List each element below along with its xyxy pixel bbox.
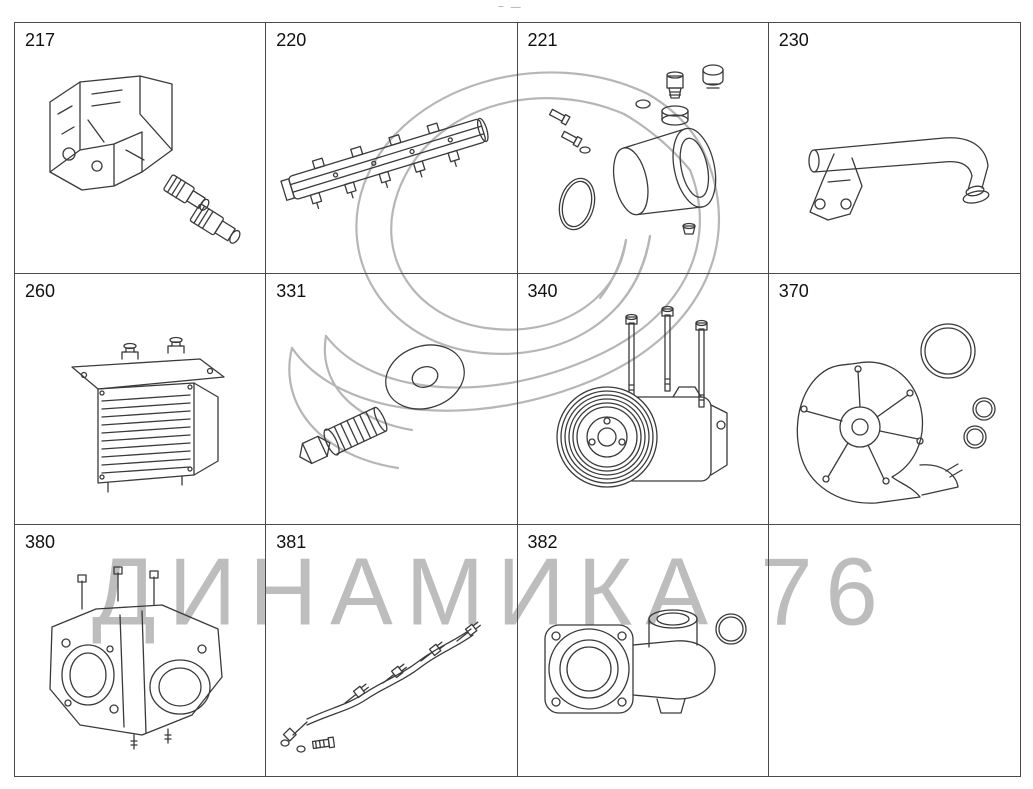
thermostat-housing-block-illustration (49, 565, 223, 750)
catalog-cell-260[interactable]: 260 (15, 274, 267, 525)
catalog-cell-340[interactable]: 340 (517, 274, 769, 525)
catalog-cell-382[interactable]: 382 (518, 525, 769, 776)
part-group-number: 220 (276, 30, 307, 50)
part-group-number: 217 (25, 30, 56, 50)
part-group-number: 382 (527, 532, 558, 552)
catalog-cell-empty (769, 525, 1020, 776)
catalog-cell-370[interactable]: 370 (768, 274, 1020, 525)
front-cover-with-orings-illustration (797, 323, 997, 504)
fuel-pipe-assembly-illustration (280, 621, 482, 753)
fuel-rail-illustration (280, 117, 490, 210)
catalog-cell-217[interactable]: 217 (15, 23, 267, 274)
part-group-number: 331 (276, 281, 307, 301)
coolant-pipe-with-bracket-illustration (808, 137, 990, 221)
cylinder-block-with-union-fittings-illustration (49, 75, 241, 244)
bolt-with-washer-disc-illustration (299, 344, 466, 465)
catalog-cell-221[interactable]: 221 (517, 23, 769, 274)
part-group-number: 370 (778, 281, 809, 301)
part-group-number: 221 (527, 30, 558, 50)
catalog-cell-380[interactable]: 380 (15, 525, 267, 776)
compressor-with-mounting-bolts-illustration (555, 305, 728, 488)
catalog-cell-220[interactable]: 220 (266, 23, 518, 274)
part-group-number: 381 (276, 532, 307, 552)
oil-cooler-illustration (71, 336, 225, 493)
part-group-number: 230 (778, 30, 809, 50)
filter-housing-with-oring-illustration (548, 64, 724, 235)
catalog-cell-230[interactable]: 230 (768, 23, 1020, 274)
part-group-number: 380 (25, 532, 56, 552)
water-outlet-elbow-with-oring-illustration (543, 608, 747, 714)
catalog-cell-331[interactable]: 331 (266, 274, 518, 525)
page-top-mark: ~ — (498, 2, 523, 13)
part-group-number: 260 (25, 281, 56, 301)
catalog-cell-381[interactable]: 381 (266, 525, 518, 776)
part-group-number: 340 (527, 281, 558, 301)
parts-catalog-grid: 217 220 (14, 22, 1021, 777)
